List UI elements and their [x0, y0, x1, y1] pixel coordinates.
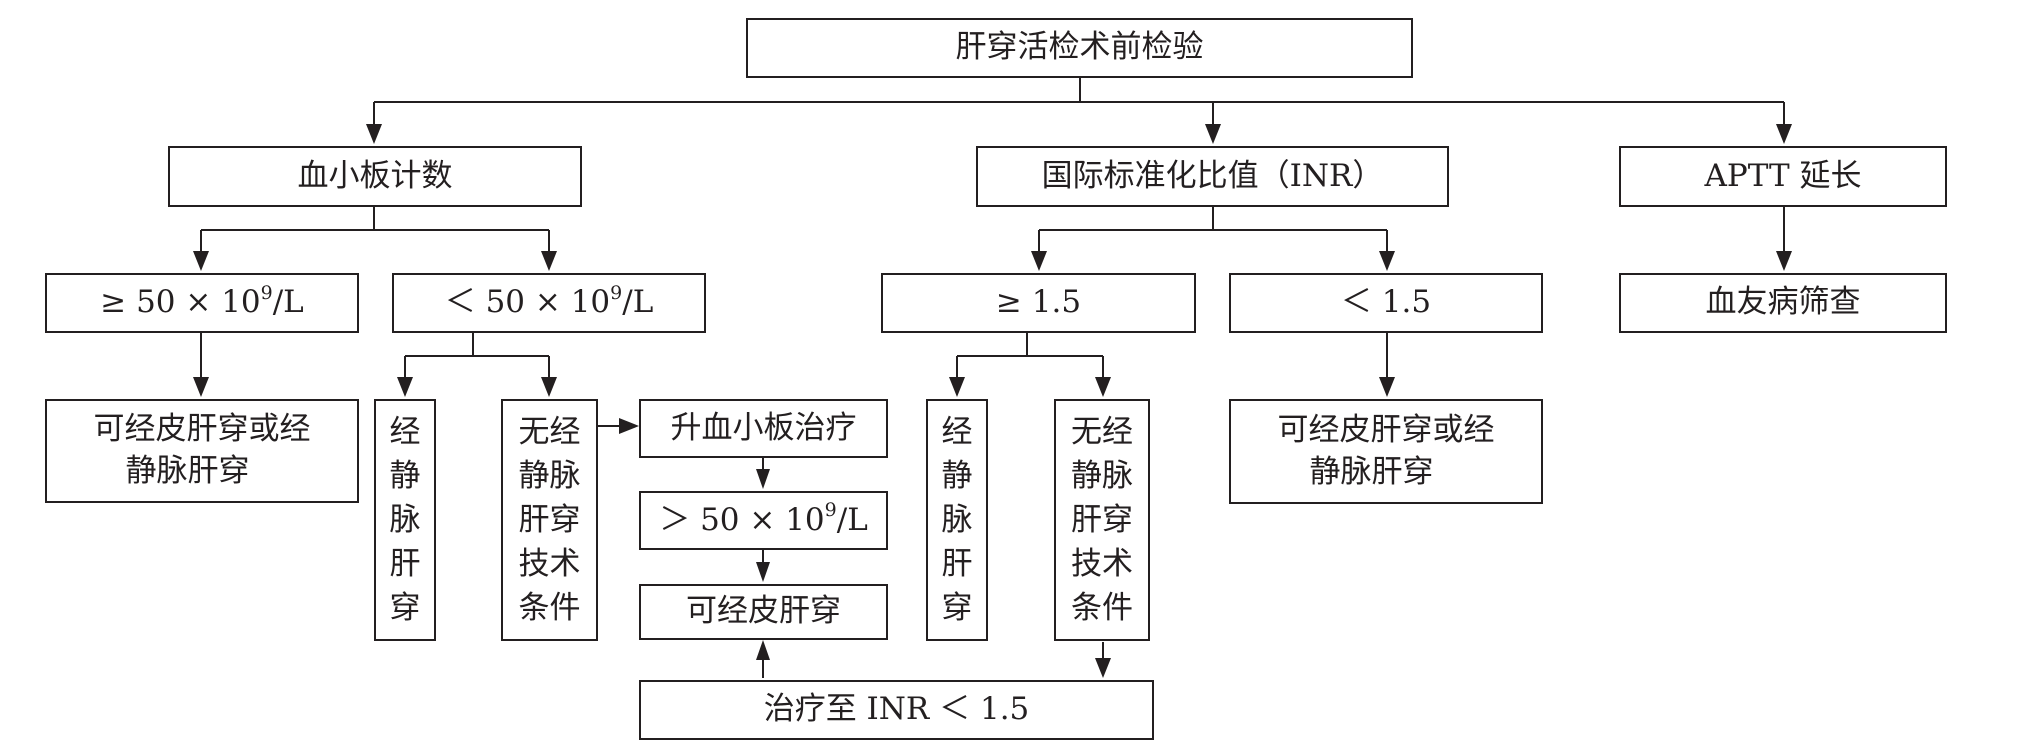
percutaneous-outcome-box: 可经皮肝穿 — [639, 584, 888, 640]
platelet-via-vein-label: 经 静 脉 肝 穿 — [389, 413, 421, 627]
platelet-treatment-box: 升血小板治疗 — [639, 399, 888, 458]
hemophilia-screen-box: 血友病筛查 — [1619, 273, 1947, 333]
platelet-via-vein-box: 经 静 脉 肝 穿 — [374, 399, 436, 641]
aptt-box: APTT 延长 — [1619, 146, 1947, 207]
percutaneous-outcome-label: 可经皮肝穿 — [686, 593, 841, 630]
platelet-high-label: ≥ 50 × 109/L — [100, 281, 304, 321]
aptt-label: APTT 延长 — [1704, 157, 1862, 194]
platelet-treatment-label: 升血小板治疗 — [670, 409, 857, 446]
root-box: 肝穿活检术前检验 — [746, 18, 1413, 78]
inr-low-result-label: 可经皮肝穿或经 静脉肝穿 — [1277, 411, 1495, 490]
platelet-no-vein-label: 无经 静脉 肝穿 技术 条件 — [518, 413, 581, 627]
inr-label: 国际标准化比值（INR） — [1041, 157, 1384, 194]
inr-low-box: ＜ 1.5 — [1229, 273, 1543, 333]
inr-via-vein-label: 经 静 脉 肝 穿 — [941, 413, 973, 627]
inr-no-vein-box: 无经 静脉 肝穿 技术 条件 — [1054, 399, 1150, 641]
platelet-target-label: ＞ 50 × 109/L — [659, 499, 868, 538]
inr-no-vein-label: 无经 静脉 肝穿 技术 条件 — [1071, 413, 1133, 627]
platelet-low-box: ＜ 50 × 109/L — [392, 273, 706, 333]
platelet-high-result-label: 可经皮肝穿或经 静脉肝穿 — [93, 411, 311, 489]
inr-high-label: ≥ 1.5 — [995, 284, 1082, 321]
inr-via-vein-box: 经 静 脉 肝 穿 — [926, 399, 988, 641]
inr-treatment-label: 治疗至 INR ＜ 1.5 — [763, 691, 1030, 728]
inr-treatment-box: 治疗至 INR ＜ 1.5 — [639, 680, 1154, 740]
platelet-low-label: ＜ 50 × 109/L — [444, 281, 654, 321]
inr-high-box: ≥ 1.5 — [881, 273, 1196, 333]
inr-low-label: ＜ 1.5 — [1340, 284, 1432, 321]
inr-box: 国际标准化比值（INR） — [976, 146, 1449, 207]
hemophilia-screen-label: 血友病筛查 — [1705, 284, 1861, 321]
platelet-count-box: 血小板计数 — [168, 146, 582, 207]
root-label: 肝穿活检术前检验 — [955, 29, 1204, 66]
platelet-high-box: ≥ 50 × 109/L — [45, 273, 359, 333]
inr-low-result-box: 可经皮肝穿或经 静脉肝穿 — [1229, 399, 1543, 504]
platelet-count-label: 血小板计数 — [297, 157, 453, 194]
platelet-high-result-box: 可经皮肝穿或经 静脉肝穿 — [45, 399, 359, 503]
platelet-no-vein-box: 无经 静脉 肝穿 技术 条件 — [501, 399, 598, 641]
platelet-target-box: ＞ 50 × 109/L — [639, 491, 888, 550]
